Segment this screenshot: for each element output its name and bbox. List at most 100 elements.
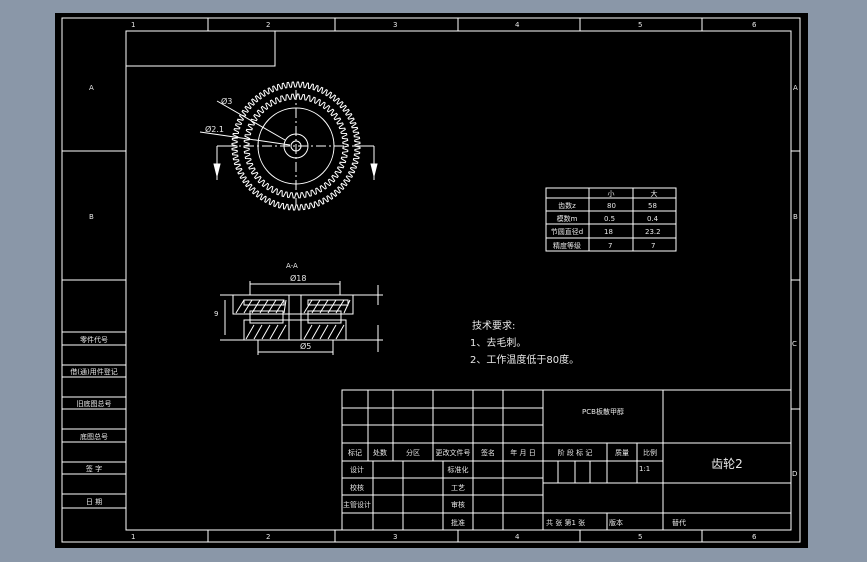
tb-header: 标记	[348, 448, 362, 457]
dim-outer-diameter: Ø18	[290, 273, 306, 283]
tech-req-item: 2、工作温度低于80度。	[470, 353, 579, 366]
left-label-old-drawing: 旧底图总号	[77, 399, 112, 408]
tb-header: 签名	[481, 448, 495, 457]
gear-section-view: A-A Ø18 9 Ø5	[214, 262, 383, 355]
hatch-line	[303, 299, 313, 314]
left-column: 零件代号 借(通)用件登记 旧底图总号 底图总号 签 字 日 期	[62, 331, 126, 509]
hatch-line	[243, 299, 253, 314]
zone-col-1: 1	[131, 21, 135, 29]
zone-col-3-bottom: 3	[393, 533, 397, 541]
hatch-line	[269, 324, 279, 340]
hatch-line	[253, 324, 263, 340]
zone-dividers	[62, 18, 800, 542]
zone-row-a-right: A	[793, 84, 798, 92]
tb-header: 处数	[373, 448, 387, 457]
hatch-line	[259, 299, 269, 314]
tb-label-approve: 批准	[451, 518, 465, 527]
hatch-line	[335, 324, 345, 340]
left-label-signature: 签 字	[86, 464, 102, 473]
hatch-line	[275, 299, 285, 314]
tb-label-design: 设计	[350, 465, 364, 474]
tech-req-item: 1、去毛刺。	[470, 337, 526, 349]
hatch-line	[267, 299, 277, 314]
left-label-general-reg: 借(通)用件登记	[70, 367, 117, 376]
hatch-line	[303, 324, 313, 340]
dim-inner-diameter: Ø5	[300, 341, 311, 351]
leader-label-2: Ø2.1	[205, 124, 224, 134]
tb-label-standard: 标准化	[448, 465, 469, 474]
zone-row-d-right: D	[792, 470, 797, 478]
leader-line-1	[216, 100, 286, 141]
table-cell: 58	[648, 202, 657, 210]
tb-label-review: 审核	[451, 500, 465, 509]
tb-scale-value: 1:1	[639, 465, 650, 473]
hatch-line	[277, 324, 287, 340]
table-cell: 0.4	[647, 215, 659, 223]
zone-col-6-bottom: 6	[752, 533, 757, 541]
tb-part-name: 齿轮2	[711, 457, 743, 471]
gear-front-view: Ø3 Ø2.1	[199, 81, 378, 211]
outer-frame	[61, 17, 801, 543]
table-cell: 7	[608, 242, 612, 250]
hatch-line	[335, 299, 345, 314]
left-label-part-code: 零件代号	[80, 335, 108, 344]
hatch-line	[311, 324, 321, 340]
zone-labels: 1 2 3 4 5 6 1 2 3 4 5 6 A B A B C D	[89, 21, 798, 541]
table-cell: 模数m	[557, 214, 578, 223]
zone-col-2-bottom: 2	[266, 533, 270, 541]
hatch-line	[251, 299, 261, 314]
gear-parameter-table: 小 大 齿数z 80 58 模数m 0.5 0.4 节圆直径d 18 23.2 …	[545, 187, 677, 252]
hatch-line	[319, 324, 329, 340]
table-cell: 18	[604, 228, 613, 236]
technical-requirements: 技术要求: 1、去毛刺。 2、工作温度低于80度。	[470, 319, 579, 366]
tb-stage-label: 阶 段 标 记	[558, 448, 593, 457]
hatch-line	[327, 299, 337, 314]
table-header-large: 大	[651, 189, 658, 198]
zone-col-5: 5	[638, 21, 642, 29]
table-cell: 精度等级	[553, 241, 581, 250]
table-cell: 80	[607, 202, 616, 210]
tb-mass-label: 质量	[615, 448, 629, 457]
hatch-line	[343, 299, 351, 314]
tb-sheet-info: 共 张 第1 张	[546, 518, 585, 527]
zone-col-1-bottom: 1	[131, 533, 135, 541]
table-cell: 0.5	[604, 215, 615, 223]
tb-scale-label: 比例	[643, 448, 657, 457]
tech-req-title: 技术要求:	[472, 319, 515, 332]
hatch-line	[319, 299, 329, 314]
tb-label-chief: 主管设计	[343, 500, 371, 509]
zone-col-5-bottom: 5	[638, 533, 642, 541]
table-cell: 齿数z	[558, 201, 576, 210]
tb-header: 更改文件号	[436, 448, 471, 457]
left-label-drawing-no: 底图总号	[80, 432, 108, 441]
zone-col-6: 6	[752, 21, 757, 29]
drawing-sheet: 1 2 3 4 5 6 1 2 3 4 5 6 A B A B C D 零件代号…	[55, 13, 808, 548]
drawing-canvas: 1 2 3 4 5 6 1 2 3 4 5 6 A B A B C D 零件代号…	[61, 17, 801, 543]
hatch-line	[327, 324, 337, 340]
section-arrow-right	[370, 163, 378, 177]
zone-row-b-right: B	[793, 213, 798, 221]
tb-header: 分区	[406, 448, 420, 457]
tb-version-label: 版本	[609, 518, 623, 527]
left-label-date: 日 期	[86, 498, 102, 506]
zone-row-c-right: C	[792, 340, 797, 348]
hatch-line	[235, 299, 245, 314]
tb-material: PCB板散甲醇	[582, 407, 624, 416]
hatch-line	[311, 299, 321, 314]
gear-outer-teeth	[231, 81, 361, 211]
dim-height: 9	[214, 310, 218, 318]
leader-label-1: Ø3	[221, 96, 232, 106]
zone-col-4-bottom: 4	[515, 533, 520, 541]
table-cell: 节圆直径d	[551, 227, 583, 236]
leader-line-2	[199, 131, 291, 146]
section-label: A-A	[286, 262, 298, 270]
tb-label-check: 校核	[350, 483, 364, 492]
hatch	[235, 299, 351, 340]
table-cell: 7	[651, 242, 655, 250]
hatch-line	[245, 324, 255, 340]
table-header-small: 小	[608, 189, 615, 198]
section-arrow-left	[213, 163, 221, 177]
hatch-line	[261, 324, 271, 340]
table-cell: 23.2	[645, 228, 661, 236]
tb-label-process: 工艺	[451, 484, 465, 492]
